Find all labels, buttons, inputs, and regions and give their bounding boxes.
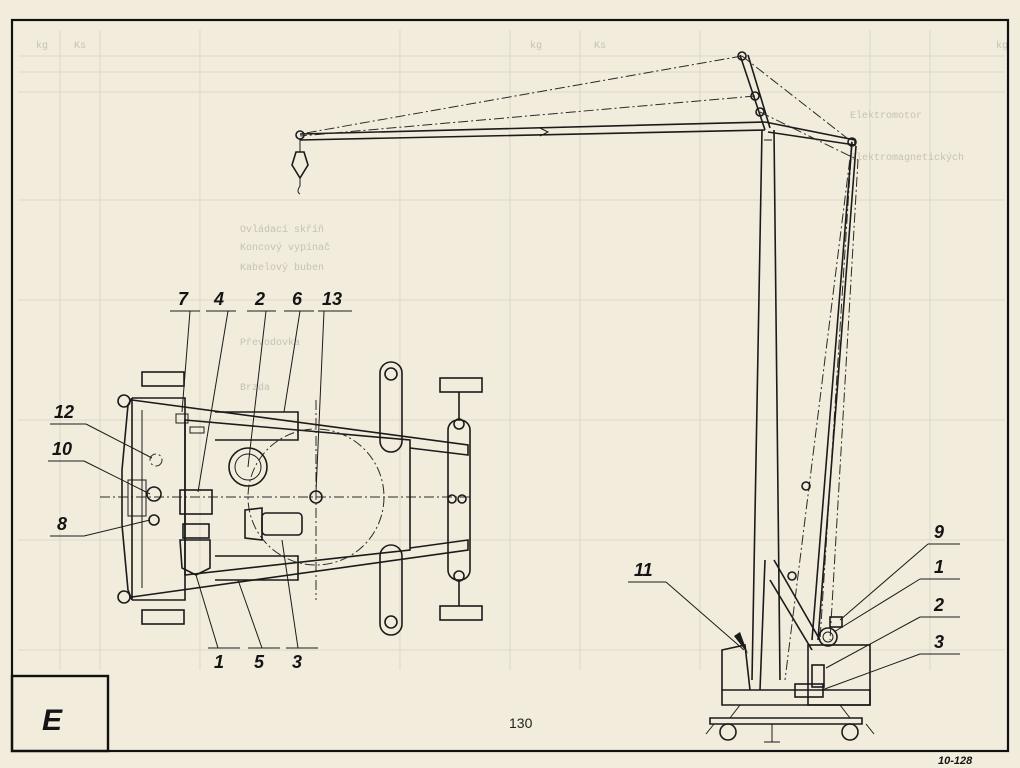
ghost-row-2: Elektromagnetických	[850, 152, 964, 164]
sheet-reference: 10-128	[938, 755, 973, 767]
ghost-header-2: Ks	[74, 41, 86, 52]
ghost-row-6: Převodovka	[240, 337, 300, 349]
ghost-header-1: kg	[36, 40, 48, 52]
plan-label-5: 5	[254, 652, 265, 672]
ghost-header-3: kg	[530, 40, 542, 52]
side-label-3: 3	[934, 632, 944, 652]
plan-label-8: 8	[57, 514, 67, 534]
plan-label-4: 4	[213, 289, 224, 309]
plan-callouts: 7 4 2 6 13 12 10 8 1 5 3	[48, 289, 352, 672]
plan-label-13: 13	[322, 289, 342, 309]
plan-label-2: 2	[254, 289, 265, 309]
ghost-table: kg Ks kg Ks kg Elektromotor Elektromagne…	[18, 30, 1008, 670]
corner-box	[10, 674, 110, 753]
ghost-row-5: Kabelový buben	[240, 262, 324, 274]
side-label-9: 9	[934, 522, 944, 542]
plan-label-10: 10	[52, 439, 72, 459]
side-label-2: 2	[933, 595, 944, 615]
plan-label-1: 1	[214, 652, 224, 672]
ghost-header-4: Ks	[594, 41, 606, 52]
crane-side-view	[291, 51, 875, 743]
page-number: 130	[509, 715, 533, 731]
ghost-row-1: Elektromotor	[850, 110, 922, 122]
plan-view	[100, 361, 483, 636]
plan-label-3: 3	[292, 652, 302, 672]
ghost-header-5: kg	[996, 40, 1008, 52]
sheet-border	[10, 18, 1010, 753]
corner-letter: E	[42, 704, 63, 737]
side-label-1: 1	[934, 557, 944, 577]
side-label-11: 11	[634, 560, 653, 580]
ghost-row-7: Brzda	[240, 382, 270, 394]
ghost-row-3: Ovládací skříň	[240, 224, 324, 236]
plan-label-6: 6	[292, 289, 303, 309]
ghost-row-4: Koncový vypínač	[240, 242, 330, 254]
side-callouts: 11 9 1 2 3	[628, 522, 960, 691]
plan-label-12: 12	[54, 402, 74, 422]
plan-label-7: 7	[178, 289, 189, 309]
